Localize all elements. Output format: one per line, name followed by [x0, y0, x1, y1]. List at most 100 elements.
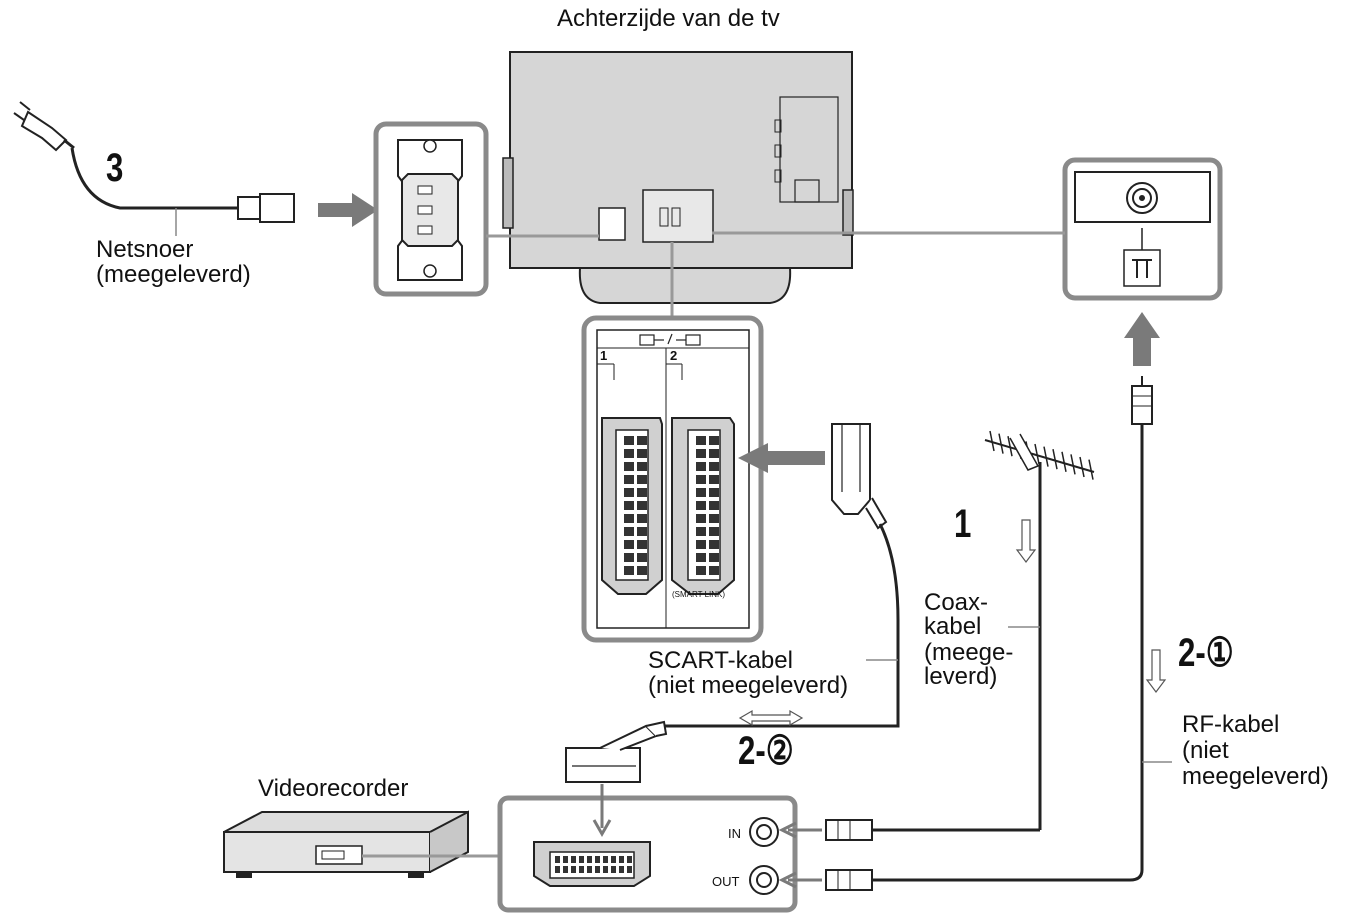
- scart-pin: [709, 436, 719, 445]
- rf-plug-top-icon: [1131, 376, 1153, 425]
- scart-pin: [696, 553, 706, 562]
- coax-label-line3: (meege-: [924, 639, 1014, 666]
- antenna-element: [1043, 446, 1049, 467]
- rf-label-line3: meegeleverd): [1182, 763, 1329, 790]
- antenna-element: [1088, 459, 1094, 480]
- antenna-element: [1079, 456, 1085, 478]
- scart-pin: [624, 436, 634, 445]
- coax-label-line2: kabel: [924, 613, 982, 640]
- scart-pin: [696, 514, 706, 523]
- rf-label-line1: RF-kabel: [1182, 711, 1280, 738]
- scart-pin: [637, 514, 647, 523]
- scart-pin: [624, 527, 634, 536]
- scart-pin: [624, 449, 634, 458]
- scart-pin: [709, 475, 719, 484]
- vcr-scart-pin: [603, 866, 608, 873]
- coax-label-line4: leverd): [924, 663, 998, 690]
- vcr-scart-pin: [611, 856, 616, 863]
- step-power: 3: [106, 146, 124, 190]
- scart-pin: [709, 449, 719, 458]
- vcr-scart-pin: [555, 856, 560, 863]
- vcr-scart-pin: [627, 856, 632, 863]
- vcr-out-label: OUT: [712, 874, 740, 889]
- scart-pin: [624, 501, 634, 510]
- diagram-title: Achterzijde van de tv: [557, 5, 780, 32]
- scart-pin: [637, 527, 647, 536]
- scart-cable: [660, 523, 900, 728]
- scart-pin: [624, 462, 634, 471]
- rf-label-line2: (niet: [1182, 737, 1229, 764]
- vcr-icon: [223, 810, 469, 878]
- scart-pin: [709, 514, 719, 523]
- rf-plug-bottom-icon: [825, 869, 873, 891]
- step-antenna: 1: [954, 502, 972, 546]
- vcr-scart-pin: [595, 866, 600, 873]
- tv-rear: [502, 51, 854, 304]
- scart-pin: [696, 566, 706, 575]
- scart-pin: [624, 514, 634, 523]
- antenna-element: [989, 430, 995, 452]
- scart-pin: [709, 462, 719, 471]
- scart-pin: [624, 553, 634, 562]
- vcr-scart-pin: [563, 856, 568, 863]
- vcr-scart-pin: [627, 866, 632, 873]
- vcr-scart-pin: [587, 866, 592, 873]
- vcr-scart-pin: [595, 856, 600, 863]
- scart-port-1-label: 1: [600, 348, 608, 363]
- scart-pin: [637, 540, 647, 549]
- vcr-scart-pin: [571, 856, 576, 863]
- antenna-element: [998, 433, 1004, 454]
- power-cord: [70, 147, 240, 210]
- scart-pin: [709, 553, 719, 562]
- vcr-scart-pin: [579, 866, 584, 873]
- vcr-scart-pin: [619, 856, 624, 863]
- power-cord-label-line2: (meegeleverd): [96, 261, 251, 288]
- vcr-scart-pin: [619, 866, 624, 873]
- arrow-power: [318, 193, 378, 227]
- scart-pin: [696, 462, 706, 471]
- power-cord-label-line1: Netsnoer: [96, 236, 194, 263]
- vcr-rear-panel: [497, 795, 798, 913]
- antenna-element: [1052, 449, 1058, 470]
- scart-pins: [624, 436, 719, 575]
- scart-pin: [696, 449, 706, 458]
- scart-pin: [696, 501, 706, 510]
- vcr-label: Videorecorder: [258, 775, 409, 802]
- scart-pin: [637, 553, 647, 562]
- vcr-in-label: IN: [728, 826, 741, 841]
- scart-pin: [624, 475, 634, 484]
- scart-pin: [696, 527, 706, 536]
- scart-pin: [637, 488, 647, 497]
- scart-pin: [637, 449, 647, 458]
- scart-pin: [637, 436, 647, 445]
- coax-plug-icon: [825, 819, 873, 841]
- vcr-scart-pin: [587, 856, 592, 863]
- antenna-element: [1034, 443, 1040, 465]
- scart-pin: [637, 462, 647, 471]
- scart-pin: [624, 566, 634, 575]
- step-rf: 2-①: [1178, 631, 1234, 675]
- scart-pin: [637, 566, 647, 575]
- scart-pin: [709, 501, 719, 510]
- vcr-scart-pin: [579, 856, 584, 863]
- scart-pin: [709, 527, 719, 536]
- power-connector-icon: [237, 193, 295, 223]
- scart-cable-label-line2: (niet meegeleverd): [648, 672, 849, 699]
- rf-cable: [870, 424, 1144, 882]
- vcr-scart-pin: [563, 866, 568, 873]
- antenna-element: [1070, 454, 1076, 475]
- scart-pin: [624, 488, 634, 497]
- antenna-element: [1061, 451, 1067, 472]
- step-scart: 2-②: [738, 729, 794, 773]
- coax-label-line1: Coax-: [924, 589, 989, 616]
- scart-plug-top-icon: [831, 423, 888, 530]
- scart-pin: [696, 475, 706, 484]
- scart-pin: [696, 540, 706, 549]
- vcr-scart-pin: [603, 856, 608, 863]
- scart-pin: [709, 566, 719, 575]
- smart-link-label: (SMART LINK): [672, 590, 726, 599]
- scart-pin: [696, 488, 706, 497]
- vcr-scart-pin: [571, 866, 576, 873]
- scart-pin: [637, 501, 647, 510]
